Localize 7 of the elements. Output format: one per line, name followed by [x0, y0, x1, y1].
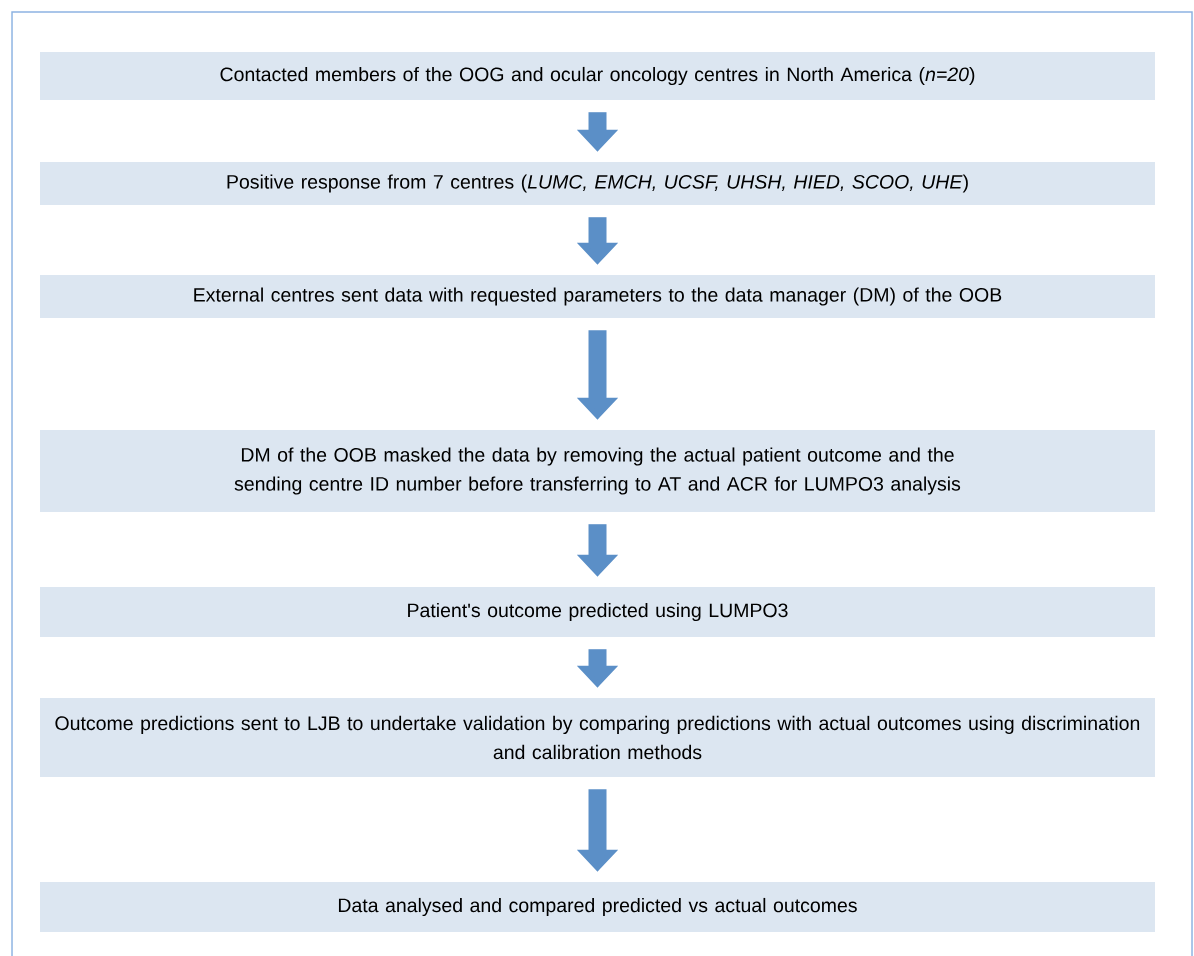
process-box: Patient's outcome predicted using LUMPO3	[40, 587, 1155, 637]
process-box: External centres sent data with requested parameters to the data manager (DM) of the OOB	[40, 275, 1155, 318]
process-box: DM of the OOB masked the data by removing the actual patient outcome and the sending centre ID number before transferring to AT and ACR for LUMPO3 analysis	[40, 430, 1155, 512]
process-box: Contacted members of the OOG and ocular oncology centres in North America (n=20)	[40, 52, 1155, 100]
process-box: Data analysed and compared predicted vs actual outcomes	[40, 882, 1155, 932]
process-box: Outcome predictions sent to LJB to undertake validation by comparing predictions with actual outcomes using discrimination and calibration methods	[40, 698, 1155, 777]
process-box: Positive response from 7 centres (LUMC, EMCH, UCSF, UHSH, HIED, SCOO, UHE)	[40, 162, 1155, 205]
